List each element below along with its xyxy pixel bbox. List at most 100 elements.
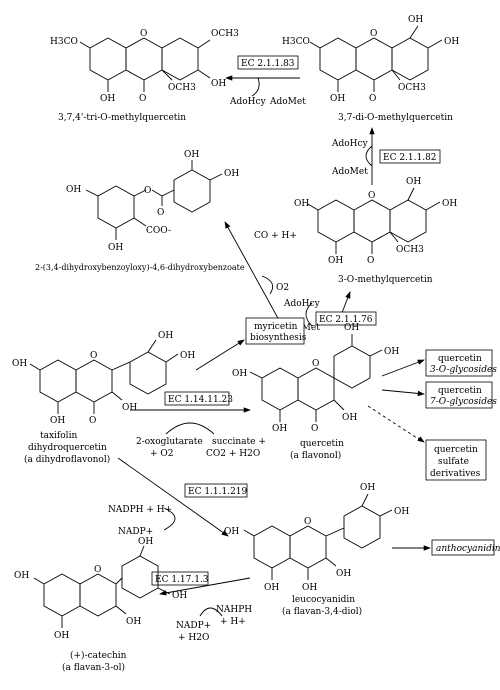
atom-oh: OH: [126, 617, 141, 627]
enzyme-box-1-17-1-3: [151, 571, 209, 586]
product-box-sulfate: [425, 439, 487, 481]
enzyme-label: EC 1.1.1.219: [188, 487, 248, 497]
atom-oh: OH: [302, 583, 317, 593]
cofactor-adomet: AdoMet: [269, 97, 306, 107]
cofactor-o2: O2: [276, 283, 289, 293]
atom-oh: OH: [394, 507, 409, 517]
product-box-q3: [425, 349, 493, 377]
cofactor-adomet: AdoMet: [331, 167, 368, 177]
cofactor-curve: [251, 77, 260, 97]
enzyme-box-2-1-1-83: [237, 55, 299, 70]
reaction-arrowhead: [417, 436, 425, 443]
atom-oh: OH: [66, 185, 81, 195]
atom-oh: OH: [344, 323, 359, 333]
enzyme-label: EC 2.1.1.76: [319, 315, 373, 325]
product-label: sulfate: [438, 457, 469, 467]
enzyme-label: EC 2.1.1.82: [383, 153, 437, 163]
reaction-arrow: [117, 457, 229, 537]
atom-oh: OH: [272, 424, 287, 434]
compound-name-di-methylquercetin: 3,7-di-O-methylquercetin: [338, 113, 453, 123]
product-label: derivatives: [430, 469, 481, 479]
atom-coo: COO-: [146, 226, 171, 236]
product-label: anthocyanidins: [436, 544, 500, 554]
atom-oh: OH: [264, 583, 279, 593]
atom-o: O: [367, 256, 374, 266]
compound-name-methylquercetin: 3-O-methylquercetin: [338, 275, 433, 285]
atom-och3: OCH3: [168, 83, 196, 93]
reaction-arrow: [381, 389, 425, 397]
compound-name-taxifolin: (a dihydroflavonol): [24, 454, 110, 465]
cofactor-nadph-h: NADPH + H+: [108, 505, 172, 515]
enzyme-label: EC 1.17.1.3: [155, 575, 209, 585]
product-label: quercetin: [438, 386, 482, 396]
atom-o: O: [139, 94, 146, 104]
cofactor-adohcy: AdoHcy: [283, 299, 321, 309]
tri-methylquercetin-structure: OCH3 OH OCH3 O OH O H3CO: [50, 29, 239, 104]
cofactor-oxoglutarate: 2-oxoglutarate: [136, 437, 203, 447]
atom-oh: OH: [108, 243, 123, 253]
compound-name-tri-methylquercetin: 3,7,4'-tri-O-methylquercetin: [58, 113, 186, 123]
di-methylquercetin-structure: OH OH OCH3 O OH O H3CO: [282, 15, 459, 104]
atom-oh: OH: [406, 177, 421, 187]
cofactor-curve: [261, 275, 274, 295]
product-label: quercetin: [434, 445, 478, 455]
product-label: biosynthesis: [250, 333, 307, 343]
cofactor-o2: + O2: [150, 449, 174, 459]
atom-o: O: [89, 416, 96, 426]
product-label: myricetin: [254, 322, 298, 332]
atom-oh: OH: [224, 527, 239, 537]
cofactor-nadp: NADP+: [118, 527, 153, 537]
atom-o: O: [311, 424, 318, 434]
enzyme-box-2-1-1-76: [315, 311, 377, 326]
compound-name-benzoate: 2-(3,4-dihydroxybenzoyloxy)-4,6-dihydrox…: [35, 263, 245, 272]
enzyme-box-2-1-1-82: [379, 149, 441, 164]
atom-oh: OH: [158, 331, 173, 341]
cofactor-nadp: NADP+: [176, 621, 211, 631]
atom-oh: OH: [180, 351, 195, 361]
product-label: 7-O-glycosides: [430, 397, 497, 407]
atom-oh: OH: [54, 631, 69, 641]
product-label: quercetin: [438, 354, 482, 364]
atom-oh: OH: [336, 569, 351, 579]
product-label: 3-O-glycosides: [430, 365, 497, 375]
atom-och3: OCH3: [211, 29, 239, 39]
atom-oh: OH: [211, 79, 226, 89]
cofactor-curve: [165, 422, 215, 435]
atom-oh: OH: [224, 169, 239, 179]
reaction-arrow: [381, 359, 425, 377]
benzoate-structure: O O COO- OH OH OH OH: [66, 150, 239, 253]
atom-oh: OH: [328, 256, 343, 266]
atom-h3co: H3CO: [282, 37, 310, 47]
compound-name-catechin: (+)-catechin: [70, 650, 127, 661]
cofactor-curve: [163, 507, 176, 531]
cofactor-succinate: succinate +: [212, 437, 266, 447]
methylquercetin-structure: OH OH OCH3 O OH O OH: [294, 177, 457, 266]
atom-oh: OH: [442, 199, 457, 209]
atom-o: O: [140, 29, 147, 39]
atom-oh: OH: [444, 37, 459, 47]
atom-o: O: [90, 351, 97, 361]
atom-o: O: [368, 191, 375, 201]
cofactor-h2o: + H2O: [178, 633, 209, 643]
atom-oh: OH: [384, 347, 399, 357]
enzyme-box-1-14-11-23: [164, 391, 230, 406]
reaction-arrow-dashed: [367, 405, 421, 441]
cofactor-adohcy: AdoHcy: [229, 97, 267, 107]
cofactor-co2-h2o: CO2 + H2O: [206, 449, 260, 459]
reaction-arrow: [195, 339, 245, 371]
atom-oh: OH: [50, 416, 65, 426]
atom-oh: OH: [408, 15, 423, 25]
atom-oh: OH: [122, 403, 137, 413]
product-box-myricetin: [245, 317, 305, 345]
enzyme-box-1-1-1-219: [184, 483, 248, 498]
atom-oh: OH: [12, 359, 27, 369]
atom-h3co: H3CO: [50, 37, 78, 47]
reaction-arrow: [159, 577, 251, 596]
atom-oh: OH: [14, 571, 29, 581]
atom-oh: OH: [184, 150, 199, 160]
cofactor-curve: [199, 607, 223, 617]
atom-o: O: [94, 565, 101, 575]
taxifolin-structure: OH OH OH O OH O OH: [12, 331, 195, 426]
atom-oh: OH: [330, 94, 345, 104]
